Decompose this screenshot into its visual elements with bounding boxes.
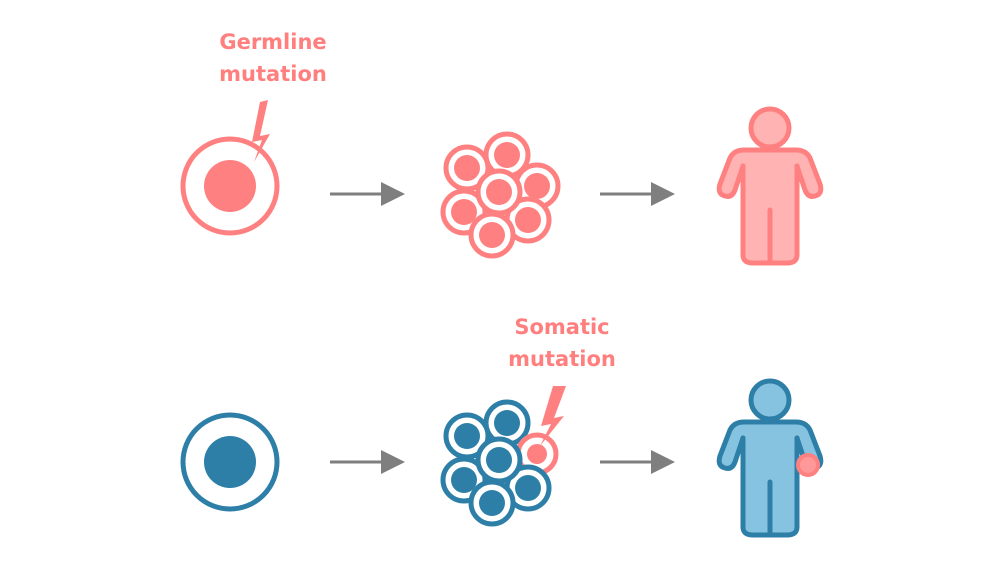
somatic-cell-cluster bbox=[440, 399, 559, 527]
label-line: mutation bbox=[508, 347, 616, 371]
cell bbox=[475, 436, 523, 484]
cell bbox=[468, 479, 516, 527]
germline-zygote bbox=[180, 136, 280, 236]
germline-mutation-label: Germline mutation bbox=[173, 26, 373, 90]
somatic-zygote bbox=[180, 412, 280, 512]
label-line: Germline bbox=[219, 30, 327, 54]
lightning-bolt-icon bbox=[252, 100, 270, 162]
somatic-mutation-label: Somatic mutation bbox=[462, 311, 662, 375]
cell bbox=[504, 464, 552, 512]
lightning-bolt-icon bbox=[540, 386, 566, 446]
mutated-cell-spot bbox=[796, 453, 820, 477]
person-icon-somatic bbox=[719, 381, 821, 535]
label-line: Somatic bbox=[514, 315, 610, 339]
cell bbox=[443, 412, 491, 460]
cell bbox=[475, 168, 523, 216]
label-line: mutation bbox=[219, 62, 327, 86]
cell bbox=[468, 211, 516, 259]
person-icon-germline bbox=[719, 109, 821, 263]
cell bbox=[483, 399, 531, 447]
cell bbox=[443, 144, 491, 192]
germline-cell-cluster bbox=[440, 131, 561, 259]
